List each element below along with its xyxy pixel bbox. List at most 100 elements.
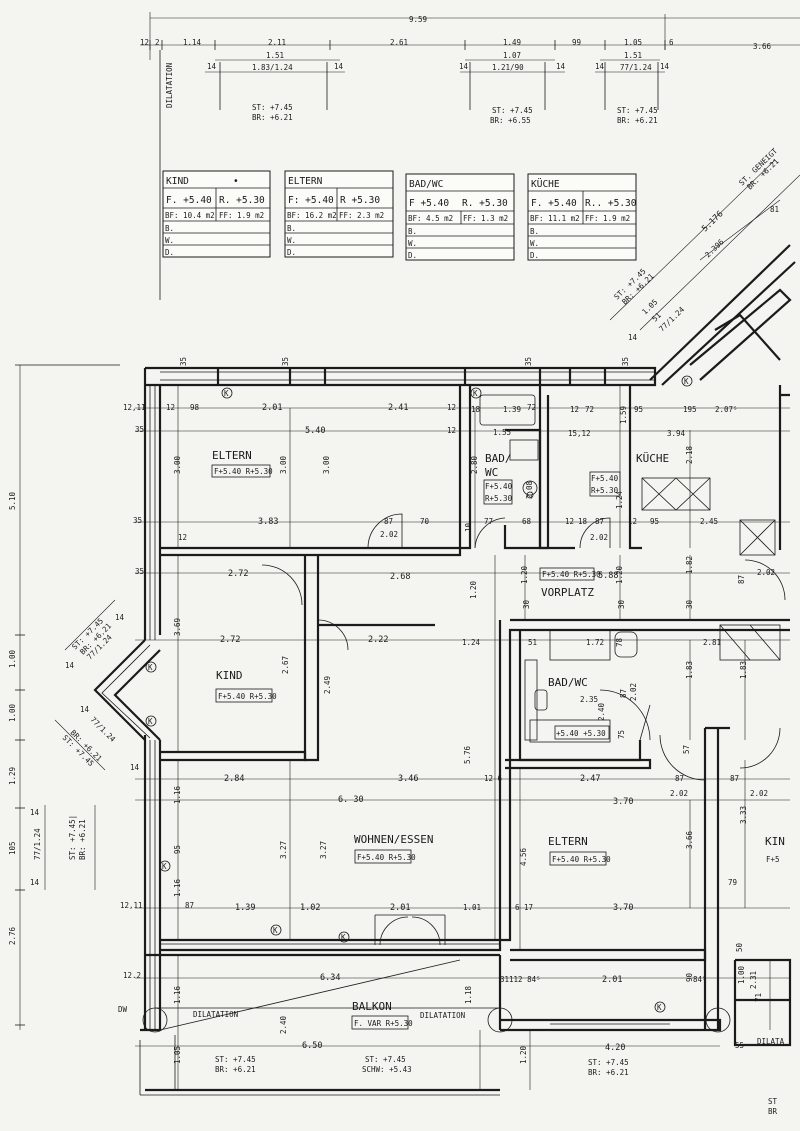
- k-marker: K: [473, 389, 478, 398]
- dim: 75: [617, 730, 626, 739]
- dim: 2.72: [220, 635, 240, 645]
- dim: 10: [464, 522, 473, 532]
- room-name-kind: KIND: [216, 669, 243, 682]
- dim: 2.61: [390, 38, 408, 47]
- dim: 12: [178, 533, 187, 542]
- dim: 3.00: [322, 455, 331, 474]
- k-markers: K K K K K K K K K: [145, 375, 693, 1013]
- dim: 6 17: [515, 903, 533, 912]
- dim: 2.02: [590, 533, 608, 542]
- dim: 3.94: [667, 429, 686, 438]
- room-level: F+5.40 R+5.30: [552, 855, 611, 864]
- dim: 18: [471, 405, 481, 414]
- room-name-wohnen: WOHNEN/ESSEN: [354, 833, 433, 846]
- dim: 2.41: [388, 403, 408, 413]
- dim: 1.14: [183, 38, 202, 47]
- table-title: KÜCHE: [531, 179, 560, 190]
- dim: 3.83: [258, 517, 278, 527]
- dim: 15,12: [568, 429, 591, 438]
- k-marker: K: [224, 389, 229, 398]
- dim: 14: [334, 62, 344, 71]
- dim: 2.67: [281, 656, 290, 674]
- dilatation-label: DILATATION: [420, 1011, 465, 1020]
- table-title: KIND: [166, 176, 189, 187]
- overall-dim: 9.59: [409, 15, 427, 24]
- room-tables: KIND • F. +5.40 R. +5.30 BF: 10.4 m2 FF:…: [162, 170, 637, 261]
- table-f: F: +5.40: [288, 195, 334, 206]
- k-marker: K: [162, 862, 167, 871]
- dim: 71: [754, 993, 763, 1002]
- left-dim: 1.00: [8, 649, 17, 668]
- dim: 90: [685, 972, 694, 982]
- room-name-balkon: BALKON: [352, 1000, 392, 1013]
- bay-dim: 14: [115, 613, 125, 622]
- table-mark: •: [233, 176, 239, 187]
- bay-dim: 14: [65, 661, 75, 670]
- left-dim: 77/1.24: [33, 828, 42, 860]
- dim: 3.27: [319, 841, 328, 859]
- dilatation-label: DILATA: [757, 1037, 785, 1046]
- dim: 2.07⁵: [715, 405, 738, 414]
- dim: 1.72: [586, 638, 604, 647]
- bath-fixtures: [479, 394, 638, 743]
- room-level: F. VAR R+5.30: [354, 1019, 413, 1028]
- left-dim: 2.76: [8, 926, 17, 945]
- dim: 35: [621, 357, 630, 366]
- left-dim: 1.29: [8, 767, 17, 785]
- dim: 1.00: [737, 965, 746, 984]
- room-level: F+5: [766, 855, 780, 864]
- left-dimensions: 5.10 1.00 1.00 1.29 105 2.76 ST: +7.45| …: [8, 364, 120, 1030]
- diag-dim: 81: [770, 205, 779, 214]
- left-label: ST: +7.45|: [68, 815, 77, 860]
- k-marker: K: [148, 663, 153, 672]
- dim: 3.33: [739, 806, 748, 824]
- dw-label: DW: [118, 1005, 128, 1014]
- dim: 18: [578, 517, 588, 526]
- table-row-b: B.: [165, 224, 174, 233]
- dim: 12,11: [123, 403, 146, 412]
- dim: 95: [650, 517, 659, 526]
- dim: 87: [737, 575, 746, 584]
- dim: 87: [595, 517, 604, 526]
- room-level: F+5.40 R+5.30: [218, 692, 277, 701]
- dim: 2.40: [279, 1015, 288, 1034]
- dim: 2.84: [224, 774, 244, 784]
- dim: 3.66: [753, 42, 772, 51]
- room-level: +5.40 +5.30: [556, 729, 606, 738]
- room-name-bad: BAD/: [485, 452, 512, 465]
- table-r: R +5.30: [340, 195, 380, 206]
- dim: 70: [420, 517, 430, 526]
- dim: 1.39: [503, 405, 521, 414]
- top-dimensions: 9.59 12 2 1.14 2.11 2.61 1.49 99 1.05 6 …: [140, 12, 800, 300]
- dim: 2.11: [268, 38, 286, 47]
- k-marker: K: [684, 377, 689, 386]
- height-br: BR: +6.21: [215, 1065, 256, 1074]
- dim: 95: [634, 405, 643, 414]
- dim: 99: [572, 38, 581, 47]
- dim: 5.40: [305, 426, 325, 436]
- table-bf: BF: 16.2 m2: [287, 211, 337, 220]
- height-br: BR: +6.21: [252, 113, 293, 122]
- room-level: F+5.40 R+5.30: [542, 570, 601, 579]
- dim: 57: [682, 745, 691, 754]
- dim: 2.35: [580, 695, 598, 704]
- table-ff: FF: 1.9 m2: [219, 211, 264, 220]
- table-row-b: B.: [530, 227, 539, 236]
- dim: 2.81: [703, 638, 721, 647]
- room-level: R+5.30: [591, 486, 619, 495]
- dim: 1.20: [615, 565, 624, 584]
- dim: 2.49: [323, 676, 332, 694]
- left-dim: 14: [30, 808, 40, 817]
- table-row-d: D.: [287, 248, 296, 257]
- left-dim: 1.00: [8, 703, 17, 722]
- table-row-d: D.: [165, 248, 174, 257]
- dim: 2.31: [749, 971, 758, 989]
- dim: 72: [527, 403, 536, 412]
- table-title: BAD/WC: [409, 179, 443, 190]
- dim: 87: [185, 901, 194, 910]
- room-name-vorplatz: VORPLATZ: [541, 586, 594, 599]
- dim: 35: [281, 357, 290, 366]
- table-row-w: W.: [530, 239, 539, 248]
- dim: 50: [735, 942, 744, 952]
- dim: 51: [528, 638, 537, 647]
